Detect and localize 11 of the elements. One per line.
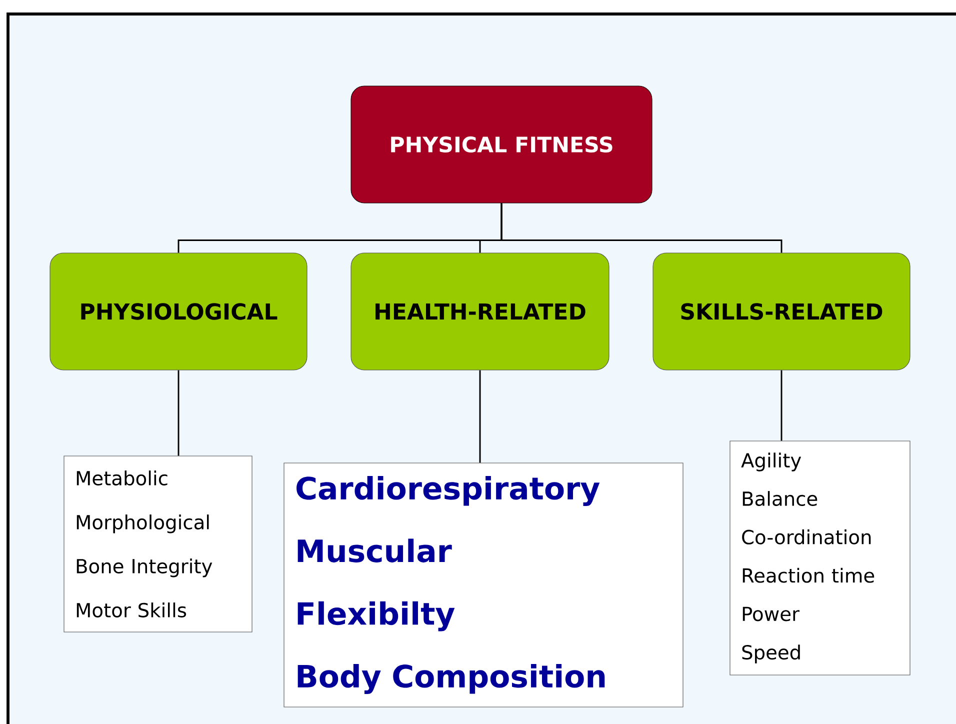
connector-line — [780, 370, 782, 441]
category-box: PHYSIOLOGICAL — [50, 252, 308, 370]
list-box: Agility Balance Co-ordination Reaction time Power Speed — [730, 440, 910, 676]
category-box: SKILLS-RELATED — [652, 252, 910, 370]
title-box: PHYSICAL FITNESS — [350, 86, 652, 204]
list-box: Cardiorespiratory Muscular Flexibilty Body Composition — [284, 462, 684, 708]
category-box: HEALTH-RELATED — [350, 252, 610, 370]
list-box: Metabolic Morphological Bone Integrity Motor Skills — [64, 456, 252, 632]
connector-line — [479, 370, 481, 463]
connector-line — [500, 203, 782, 253]
connector-line — [178, 370, 180, 456]
